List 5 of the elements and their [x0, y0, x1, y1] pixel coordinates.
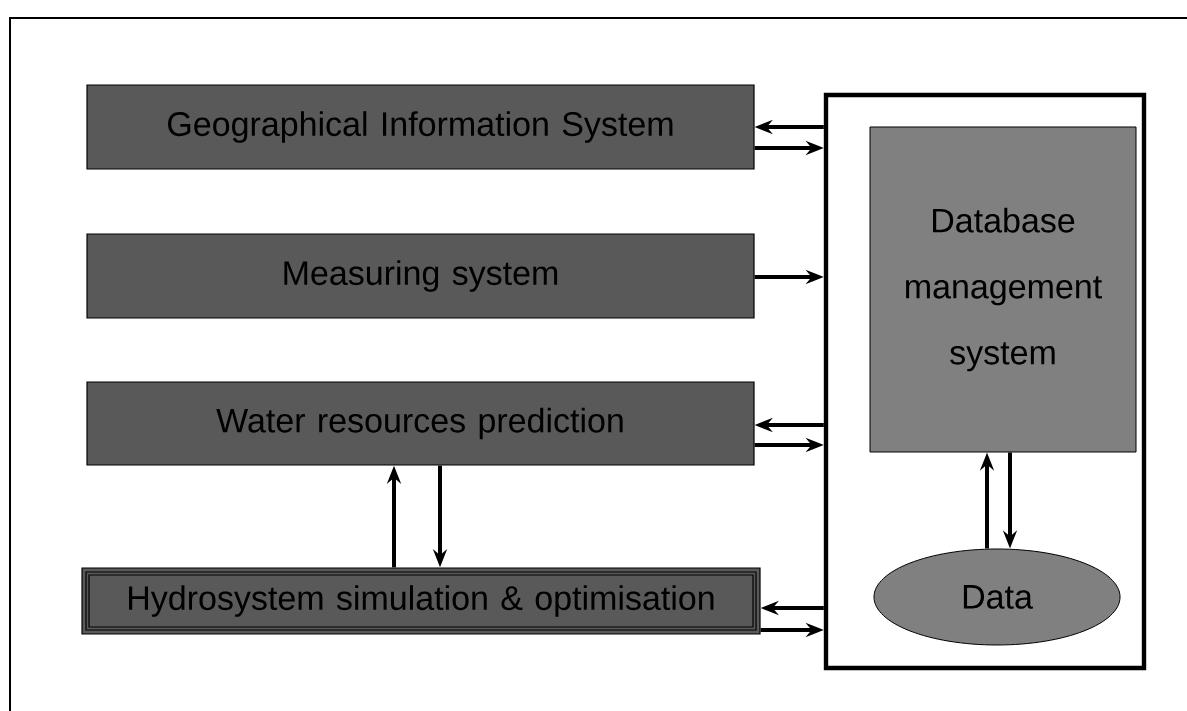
process-box: Database management system — [869, 126, 1137, 453]
process-box: Measuring system — [86, 233, 755, 319]
process-box: Geographical Information System — [86, 84, 755, 170]
process-box: Water resources prediction — [86, 381, 755, 466]
process-box: Hydrosystem simulation & optimisation — [81, 567, 761, 635]
